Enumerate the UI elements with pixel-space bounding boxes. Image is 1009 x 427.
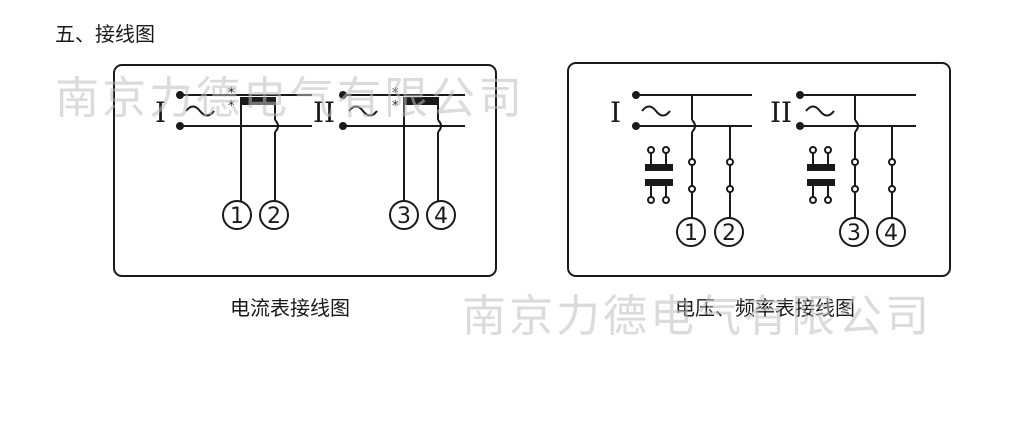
current-phase-1-circuit [176,91,312,201]
terminal-1-circle [222,200,252,230]
current-meter-diagram-frame [113,64,497,277]
terminal-3-circle [389,200,419,230]
current-phase-2-circuit [339,91,465,201]
terminal-4-label: 4 [434,204,448,229]
ac-source-icon [348,105,378,117]
terminal-3-label: 3 [847,221,861,246]
polarity-mark: * [392,86,399,101]
ac-source-icon [805,105,835,117]
terminal-3-circle [839,217,869,247]
current-diagram-caption: 电流表接线图 [230,296,350,320]
voltage-phase-2-circuit [796,91,916,218]
phase-label-1: I [610,96,621,129]
section-heading: 五、接线图 [55,22,155,46]
voltage-diagram-caption: 电压、频率表接线图 [675,296,855,320]
terminal-2-label: 2 [267,204,281,229]
terminal-1-circle [676,217,706,247]
ac-source-icon [641,105,671,117]
voltage-frequency-diagram-frame [567,62,951,277]
voltage-phase-1-circuit [632,91,752,218]
terminal-2-circle [259,200,289,230]
ac-source-icon [185,105,215,117]
terminal-3-label: 3 [397,204,411,229]
polarity-mark: * [392,99,399,114]
terminal-4-label: 4 [884,221,898,246]
voltage-transformer-icon [645,146,673,204]
terminal-2-circle [714,217,744,247]
current-transformer-icon [403,97,439,105]
terminal-1-label: 1 [230,204,244,229]
terminal-1-label: 1 [684,221,698,246]
current-transformer-icon [240,97,276,105]
terminal-4-circle [426,200,456,230]
terminal-4-circle [876,217,906,247]
phase-label-2: II [770,96,792,129]
polarity-mark: * [228,99,235,114]
phase-label-1: I [155,96,166,129]
terminal-2-label: 2 [722,221,736,246]
phase-label-2: II [313,96,335,129]
polarity-mark: * [228,86,235,101]
voltage-transformer-icon [807,146,835,204]
